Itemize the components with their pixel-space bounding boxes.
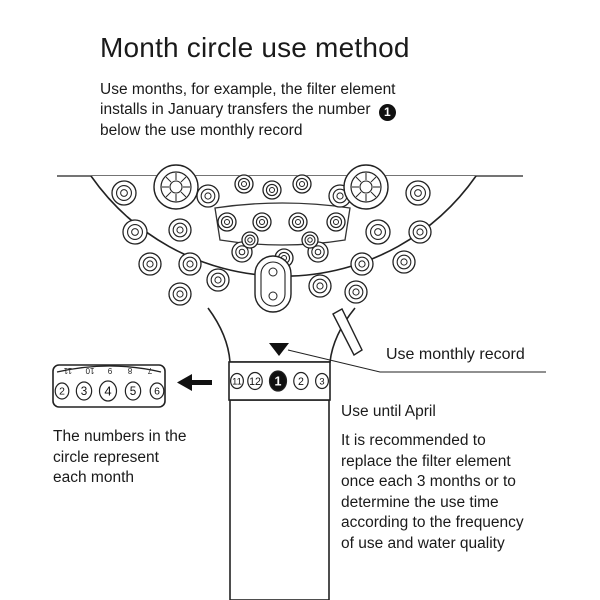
loose-ring-digit: 3 xyxy=(75,381,93,401)
intro-line-1: Use months, for example, the filter elem… xyxy=(100,81,396,98)
intro-text: Use months, for example, the filter elem… xyxy=(100,80,396,141)
side-lever xyxy=(332,308,363,356)
handle-body xyxy=(229,399,330,600)
recommendation-line: once each 3 months or to xyxy=(341,473,516,490)
intro-line-3: below the use monthly record xyxy=(100,122,303,139)
nozzle-icon xyxy=(206,268,230,292)
handle-ring-digit: 1 xyxy=(268,370,288,392)
use-until-label: Use until April xyxy=(341,403,436,420)
use-monthly-record-label: Use monthly record xyxy=(386,346,525,363)
nozzle-icon xyxy=(350,252,374,276)
svg-text:6: 6 xyxy=(154,387,160,398)
loose-ring-back-digit: 8 xyxy=(127,366,132,375)
recommendation-line: It is recommended to xyxy=(341,432,486,449)
nozzle-icon xyxy=(308,274,332,298)
circle-desc-line: The numbers in the xyxy=(53,428,187,445)
recommendation-line: of use and water quality xyxy=(341,534,505,552)
handle-ring-digit: 11 xyxy=(230,372,244,390)
circle-desc-line: each month xyxy=(53,469,134,486)
recommendation-line: replace the filter element xyxy=(341,452,511,470)
svg-text:5: 5 xyxy=(130,385,137,398)
nozzle-icon xyxy=(301,231,319,249)
nozzle-icon xyxy=(241,231,259,249)
loose-ring-digit: 5 xyxy=(124,381,142,401)
spray-dial-icon xyxy=(153,164,199,210)
nozzle-icon xyxy=(262,180,282,200)
handle-ring-digit: 2 xyxy=(293,371,309,391)
nozzle-icon xyxy=(122,219,148,245)
loose-ring-back-digit: 9 xyxy=(107,366,112,375)
number-one-badge: 1 xyxy=(378,104,396,121)
intro-line-2: installs in January transfers the number xyxy=(100,101,371,118)
svg-text:11: 11 xyxy=(232,376,242,386)
svg-text:4: 4 xyxy=(104,384,111,399)
nozzle-icon xyxy=(392,250,416,274)
loose-ring-digit: 4 xyxy=(98,380,118,402)
record-leader-line xyxy=(287,349,546,373)
svg-text:2: 2 xyxy=(59,387,65,398)
nozzle-icon xyxy=(178,252,202,276)
loose-ring-back-digit: 7 xyxy=(147,366,152,375)
nozzle-icon xyxy=(138,252,162,276)
recommendation-line: determine the use time xyxy=(341,493,499,511)
nozzle-icon xyxy=(168,218,192,242)
svg-text:12: 12 xyxy=(249,376,261,388)
nozzle-icon xyxy=(217,212,237,232)
left-arrow-icon xyxy=(177,374,212,391)
nozzle-icon xyxy=(252,212,272,232)
handle-ring-digit: 12 xyxy=(247,371,263,391)
nozzle-icon xyxy=(168,282,192,306)
nozzle-icon xyxy=(408,220,432,244)
nozzle-icon xyxy=(344,280,368,304)
nozzle-icon xyxy=(288,212,308,232)
center-control-icon xyxy=(254,255,292,313)
circle-description-text: The numbers in the circle represent each… xyxy=(53,427,233,489)
circle-desc-line: circle represent xyxy=(53,448,159,466)
nozzle-icon xyxy=(196,184,220,208)
nozzle-icon xyxy=(111,180,137,206)
loose-ring-back-digit: 10 xyxy=(85,366,94,375)
handle-ring-digit: 3 xyxy=(315,372,329,390)
recommendation-line: according to the frequency xyxy=(341,514,524,531)
loose-ring-back-digit: 11 xyxy=(63,366,72,375)
pointer-triangle xyxy=(269,343,289,356)
nozzle-icon xyxy=(405,180,431,206)
svg-text:2: 2 xyxy=(298,376,304,388)
recommendation-text: It is recommended to replace the filter … xyxy=(341,431,581,554)
nozzle-icon xyxy=(326,212,346,232)
svg-text:1: 1 xyxy=(275,375,282,389)
nozzle-icon xyxy=(234,174,254,194)
svg-text:3: 3 xyxy=(319,376,324,386)
loose-ring-digit: 2 xyxy=(54,382,70,400)
svg-text:3: 3 xyxy=(81,385,88,398)
page-title: Month circle use method xyxy=(100,32,410,63)
nozzle-icon xyxy=(365,219,391,245)
loose-ring-digit: 6 xyxy=(149,382,165,400)
spray-dial-icon xyxy=(343,164,389,210)
nozzle-icon xyxy=(292,174,312,194)
